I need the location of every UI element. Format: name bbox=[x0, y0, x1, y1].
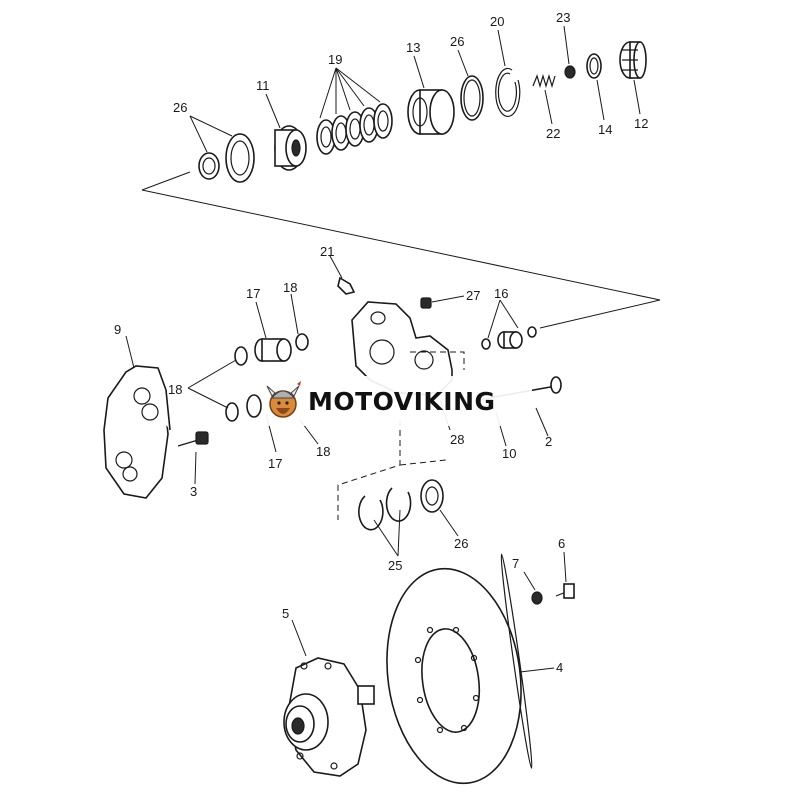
callout-22: 22 bbox=[546, 126, 560, 141]
callout-13: 13 bbox=[406, 40, 420, 55]
callout-28: 28 bbox=[450, 432, 464, 447]
viking-logo-icon bbox=[266, 381, 301, 418]
callout-17-lower: 17 bbox=[268, 456, 282, 471]
callout-16: 16 bbox=[494, 286, 508, 301]
callout-26-upper-left: 26 bbox=[173, 100, 187, 115]
part-11-hub bbox=[274, 125, 307, 171]
part-27-plug bbox=[420, 297, 432, 309]
callout-2: 2 bbox=[545, 434, 552, 449]
leader-lines bbox=[125, 25, 641, 673]
phantom-line-left bbox=[337, 420, 401, 520]
watermark-text: MOTOVIKING bbox=[308, 386, 496, 416]
part-19-disc-stack bbox=[316, 103, 393, 155]
part-25-seals bbox=[358, 487, 412, 531]
callout-10: 10 bbox=[502, 446, 516, 461]
part-20-circlip bbox=[495, 67, 521, 118]
callout-18-left: 18 bbox=[168, 382, 182, 397]
part-17-sleeve-lower bbox=[225, 394, 262, 422]
callout-17-upper: 17 bbox=[246, 286, 260, 301]
callout-4: 4 bbox=[556, 660, 563, 675]
part-5-hub bbox=[283, 657, 375, 777]
phantom-housing-right bbox=[410, 351, 465, 370]
part-4-brake-disc bbox=[386, 553, 533, 785]
part-16-bushing bbox=[481, 326, 537, 350]
callout-6: 6 bbox=[558, 536, 565, 551]
callout-25: 25 bbox=[388, 558, 402, 573]
part-ring-large bbox=[225, 133, 255, 183]
part-26-ring-upper bbox=[460, 75, 484, 121]
part-13-drum bbox=[407, 89, 455, 135]
part-17-sleeve-upper bbox=[234, 333, 309, 366]
callout-18-lower: 18 bbox=[316, 444, 330, 459]
callout-7: 7 bbox=[512, 556, 519, 571]
part-6-bolt bbox=[555, 583, 575, 599]
callout-3: 3 bbox=[190, 484, 197, 499]
motoviking-watermark: MOTOVIKING bbox=[262, 376, 532, 426]
assembly-line-main bbox=[141, 189, 661, 329]
assembly-line-left bbox=[141, 171, 191, 191]
part-23-nut bbox=[564, 65, 576, 79]
callout-11: 11 bbox=[256, 78, 270, 93]
callout-27: 27 bbox=[466, 288, 480, 303]
part-12-crown-nut bbox=[619, 41, 647, 79]
callout-5: 5 bbox=[282, 606, 289, 621]
callout-18-upper: 18 bbox=[283, 280, 297, 295]
part-26-bearing-lower bbox=[420, 479, 444, 513]
part-21-grease-nipple bbox=[337, 276, 356, 295]
callout-9: 9 bbox=[114, 322, 121, 337]
callout-21: 21 bbox=[320, 244, 334, 259]
callout-12: 12 bbox=[634, 116, 648, 131]
callout-19: 19 bbox=[328, 52, 342, 67]
part-26-seal-top bbox=[198, 152, 220, 180]
part-7-nut bbox=[531, 591, 543, 605]
callout-26-upper-right: 26 bbox=[450, 34, 464, 49]
part-9-bracket-plate bbox=[103, 365, 171, 499]
callout-14: 14 bbox=[598, 122, 612, 137]
callout-26-lower: 26 bbox=[454, 536, 468, 551]
callout-20: 20 bbox=[490, 14, 504, 29]
callout-23: 23 bbox=[556, 10, 570, 25]
part-14-washer bbox=[586, 53, 602, 79]
part-22-spring bbox=[532, 73, 556, 89]
phantom-line-right bbox=[399, 459, 447, 466]
part-3-screw bbox=[177, 431, 209, 447]
